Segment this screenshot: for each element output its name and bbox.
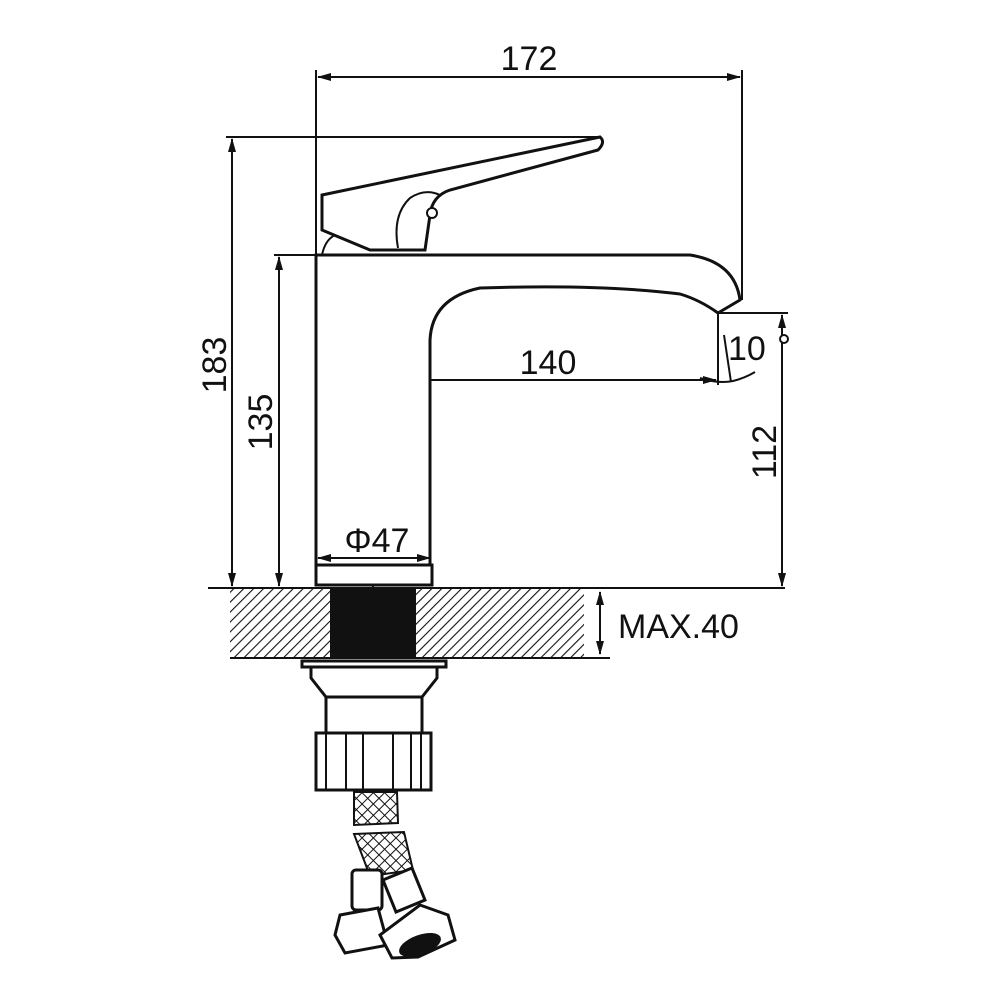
- dim-label-10: 10: [728, 330, 766, 368]
- faucet-body: [314, 135, 742, 587]
- dim-label-phi47: Φ47: [345, 522, 410, 560]
- dim-label-max40: MAX.40: [618, 608, 739, 646]
- faucet-base: [314, 563, 434, 587]
- hose-nut-left: [333, 906, 390, 955]
- dim-label-172: 172: [501, 40, 558, 78]
- dim-outlet-height: 112: [718, 312, 789, 587]
- dim-label-112: 112: [746, 425, 784, 479]
- dim-label-140: 140: [520, 344, 577, 382]
- dim-base-diameter: Φ47: [317, 522, 431, 562]
- faucet-handle: [320, 135, 605, 252]
- countertop-section: MAX.40: [208, 587, 785, 659]
- dim-spout-angle: 10: [699, 330, 766, 383]
- lock-nut: [314, 731, 433, 792]
- dim-overall-height: 183: [196, 136, 600, 587]
- dim-label-183: 183: [196, 337, 234, 394]
- supply-hoses: [333, 791, 457, 960]
- dim-spout-height: 135: [242, 254, 420, 587]
- degree-mark-icon: [779, 334, 789, 344]
- dim-label-135: 135: [242, 394, 280, 451]
- mounting-fittings: [300, 659, 448, 792]
